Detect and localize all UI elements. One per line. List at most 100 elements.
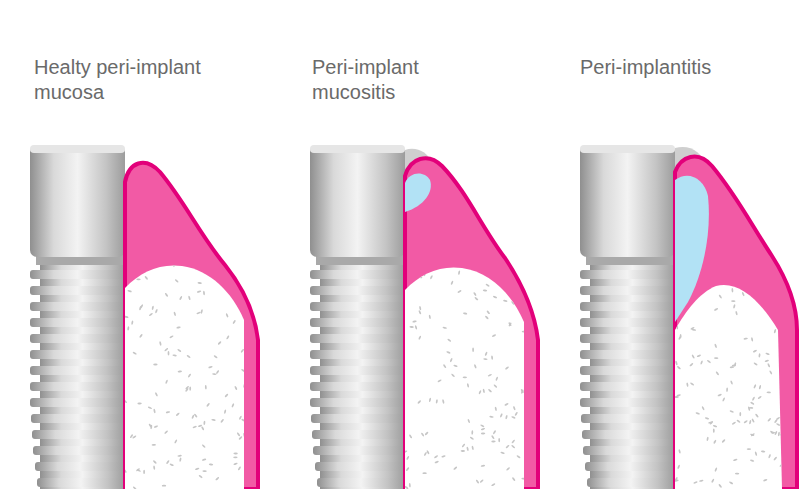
bone-speck [165, 379, 168, 384]
bone-speck [198, 475, 203, 479]
bone-speck [729, 410, 734, 413]
bone-speck [216, 370, 220, 375]
bone-speck [188, 373, 192, 378]
bone-texture [674, 285, 785, 488]
bone-speck [721, 439, 725, 443]
bone-speck [237, 270, 240, 275]
bone-speck [201, 426, 205, 431]
bone-speck [123, 399, 127, 403]
bone-speck [428, 265, 431, 270]
bone-speck [240, 349, 244, 354]
bone-speck [506, 467, 510, 471]
bone-speck [674, 479, 679, 482]
bone-speck [136, 468, 141, 472]
bone-speck [143, 470, 145, 474]
bone-speck [767, 418, 771, 422]
bone-speck [467, 419, 470, 424]
bone-speck [148, 423, 152, 428]
bone-speck [677, 366, 682, 370]
bone-speck [200, 309, 203, 314]
bone-speck [409, 483, 411, 488]
bone-speck [730, 366, 735, 368]
bone-speck [226, 335, 230, 340]
bone-speck [777, 286, 782, 289]
gum-tissue [125, 163, 258, 489]
bone-speck [169, 463, 174, 466]
bone-speck [736, 419, 741, 423]
bone-speck [475, 479, 479, 484]
bone-speck [505, 444, 509, 448]
bone-speck [225, 313, 228, 318]
bone-speck [503, 300, 508, 303]
bone-speck [233, 462, 238, 465]
bone-speck [474, 297, 479, 301]
bone-speck [409, 326, 414, 328]
bone-speck [418, 335, 421, 340]
bone-speck [726, 388, 728, 392]
bone-speck [144, 276, 148, 281]
bone-speck [148, 406, 153, 409]
bone-speck [486, 310, 490, 315]
bone-speck [457, 290, 462, 294]
bone-speck [718, 294, 722, 299]
bone-speck [224, 409, 227, 414]
bone-speck [152, 444, 157, 446]
bone-speck [714, 308, 719, 312]
bone-speck [683, 298, 686, 303]
bone-speck [442, 326, 447, 329]
bone-speck [483, 289, 488, 291]
bone-speck [248, 275, 251, 280]
bone-speck [215, 477, 220, 481]
bone-speck [192, 425, 197, 428]
bone-speck [153, 465, 155, 470]
bone-speck [481, 428, 486, 431]
bone-speck [198, 424, 203, 427]
inflammation-pocket [405, 174, 431, 212]
bone-speck [463, 376, 467, 378]
implant [580, 145, 675, 489]
bone-speck [765, 352, 770, 355]
bone-speck [155, 309, 158, 314]
bone-speck [761, 450, 766, 452]
bone-speck [461, 443, 465, 448]
bone-speck [780, 433, 785, 436]
bone-speck [757, 396, 762, 400]
bone-speck [500, 451, 505, 454]
bone-speck [690, 382, 695, 386]
bone-speck [732, 421, 737, 425]
bone-speck [166, 411, 171, 414]
bone-speck [755, 413, 759, 417]
bone-speck [706, 436, 709, 441]
bone-speck [220, 419, 224, 423]
bone-speck [774, 289, 778, 293]
panel-heading: Healty peri-implant mucosa [34, 55, 249, 105]
bone-speck [731, 288, 733, 293]
bone-speck [237, 466, 241, 471]
bone-speck [485, 283, 490, 287]
bone-speck [231, 403, 234, 408]
bone-speck [403, 450, 408, 453]
bone-speck [405, 467, 409, 472]
bone-speck [781, 321, 785, 323]
bone-speck [212, 373, 217, 375]
bone-speck [423, 272, 425, 277]
bone-speck [174, 439, 178, 444]
bone-speck [514, 412, 518, 417]
bone-speck [243, 383, 246, 388]
bone-speck [520, 389, 524, 394]
panel-heading: Peri-implant mucositis [312, 55, 492, 105]
bone-speck [471, 430, 473, 434]
bone-speck [243, 433, 246, 438]
bone-speck [441, 455, 446, 458]
bone-speck [735, 311, 738, 316]
bone-speck [493, 384, 497, 388]
bone-speck [715, 371, 719, 376]
bone-speck [782, 402, 785, 407]
bone-speck [211, 419, 216, 422]
bone-speck [708, 421, 713, 424]
bone-speck [203, 421, 205, 426]
bone-speck [127, 326, 129, 331]
bone-speck [136, 278, 140, 280]
bone-speck [776, 423, 781, 427]
bone-speck [494, 406, 497, 411]
